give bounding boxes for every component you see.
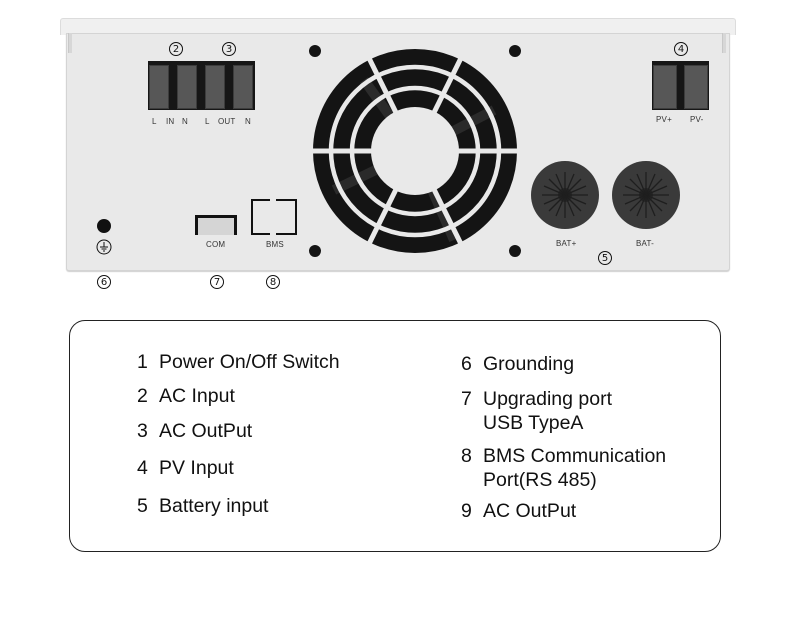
ground-symbol-icon xyxy=(96,239,112,255)
callout-battery: 5 xyxy=(598,251,612,265)
terminal-ac-out-l[interactable] xyxy=(205,65,225,109)
left-rail xyxy=(68,33,72,53)
battery-plus-gland-icon[interactable] xyxy=(530,160,600,230)
com-usb-port[interactable] xyxy=(195,215,237,235)
terminal-ac-out-n[interactable] xyxy=(233,65,253,109)
label-ac-in: IN xyxy=(166,117,175,126)
label-ac-n-out: N xyxy=(245,117,251,126)
right-rail xyxy=(722,33,726,53)
bms-port-gap-top xyxy=(270,198,276,202)
callout-ac-output: 3 xyxy=(222,42,236,56)
bms-rj45-port[interactable] xyxy=(251,199,297,235)
label-com: COM xyxy=(206,240,226,249)
pv-terminal-block xyxy=(652,61,709,110)
label-pv-minus: PV- xyxy=(690,115,704,124)
terminal-ac-in-n[interactable] xyxy=(177,65,197,109)
terminal-pv-minus[interactable] xyxy=(684,65,708,109)
ground-screw[interactable] xyxy=(97,219,111,233)
callout-bms-port: 8 xyxy=(266,275,280,289)
label-bms: BMS xyxy=(266,240,284,249)
label-ac-l-out: L xyxy=(205,117,210,126)
panel-top-lip xyxy=(60,18,736,35)
cooling-fan-icon xyxy=(304,45,526,257)
bms-port-gap-bottom xyxy=(270,232,276,236)
battery-minus-gland-icon[interactable] xyxy=(611,160,681,230)
callout-com-port: 7 xyxy=(210,275,224,289)
callout-grounding: 6 xyxy=(97,275,111,289)
label-ac-l-in: L xyxy=(152,117,157,126)
callout-ac-input: 2 xyxy=(169,42,183,56)
label-bat-minus: BAT- xyxy=(636,239,654,248)
label-pv-plus: PV+ xyxy=(656,115,672,124)
label-ac-out: OUT xyxy=(218,117,236,126)
label-bat-plus: BAT+ xyxy=(556,239,577,248)
ac-terminal-block xyxy=(148,61,255,110)
legend-box xyxy=(69,320,721,552)
terminal-pv-plus[interactable] xyxy=(653,65,677,109)
terminal-ac-in-l[interactable] xyxy=(149,65,169,109)
label-ac-n-in: N xyxy=(182,117,188,126)
callout-pv-input: 4 xyxy=(674,42,688,56)
